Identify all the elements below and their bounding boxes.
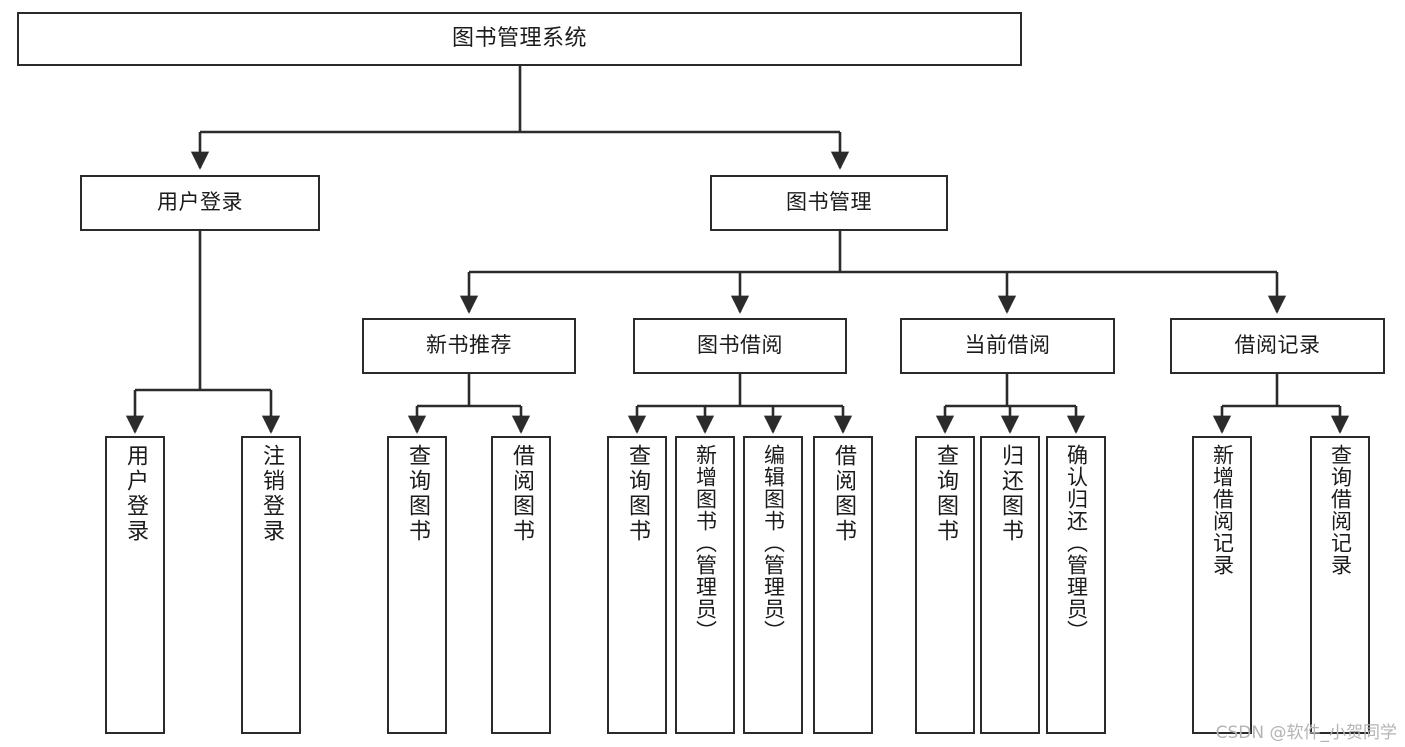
node-label: 借阅记录 (1234, 333, 1321, 358)
node-user-login[interactable]: 用户登录 (80, 175, 320, 231)
node-label: 归还图书 (998, 444, 1023, 544)
node-label: 当前借阅 (964, 333, 1051, 358)
node-label: 用户登录 (123, 444, 148, 544)
leaf-current-return-book[interactable]: 归还图书 (980, 436, 1040, 734)
node-label: 图书管理 (786, 190, 872, 215)
node-label: 新增借阅记录 (1210, 444, 1235, 576)
node-label: 编辑图书（管理员） (761, 444, 786, 642)
leaf-borrow-edit-book-admin[interactable]: 编辑图书（管理员） (743, 436, 803, 734)
node-label: 查询图书 (405, 444, 430, 544)
node-borrow-record[interactable]: 借阅记录 (1170, 318, 1385, 374)
leaf-record-query-borrow-record[interactable]: 查询借阅记录 (1310, 436, 1370, 734)
csdn-watermark: CSDN @软件_小贺同学 (1215, 723, 1397, 743)
leaf-new-book-borrow[interactable]: 借阅图书 (491, 436, 551, 734)
node-root-book-management-system[interactable]: 图书管理系统 (17, 12, 1022, 66)
leaf-user-login-signin[interactable]: 用户登录 (105, 436, 165, 734)
node-label: 确认归还（管理员） (1064, 444, 1089, 642)
node-label: 图书借阅 (697, 333, 783, 358)
leaf-borrow-add-book-admin[interactable]: 新增图书（管理员） (675, 436, 735, 734)
node-label: 借阅图书 (831, 444, 856, 544)
leaf-record-add-borrow-record[interactable]: 新增借阅记录 (1192, 436, 1252, 734)
leaf-new-book-query[interactable]: 查询图书 (387, 436, 447, 734)
leaf-borrow-borrow-book[interactable]: 借阅图书 (813, 436, 873, 734)
leaf-current-confirm-return-admin[interactable]: 确认归还（管理员） (1046, 436, 1106, 734)
leaf-current-query-book[interactable]: 查询图书 (915, 436, 975, 734)
node-label: 用户登录 (157, 190, 243, 215)
node-book-borrow[interactable]: 图书借阅 (633, 318, 847, 374)
node-new-book-recommend[interactable]: 新书推荐 (362, 318, 576, 374)
node-book-management[interactable]: 图书管理 (710, 175, 948, 231)
node-label: 查询图书 (625, 444, 650, 544)
node-label: 查询图书 (933, 444, 958, 544)
node-label: 图书管理系统 (451, 25, 587, 51)
node-label: 新书推荐 (426, 333, 512, 358)
node-label: 新增图书（管理员） (693, 444, 718, 642)
leaf-borrow-query-book[interactable]: 查询图书 (607, 436, 667, 734)
node-current-borrow[interactable]: 当前借阅 (900, 318, 1115, 374)
leaf-user-login-signout[interactable]: 注销登录 (241, 436, 301, 734)
node-label: 注销登录 (259, 444, 284, 544)
node-label: 查询借阅记录 (1328, 444, 1353, 576)
node-label: 借阅图书 (509, 444, 534, 544)
